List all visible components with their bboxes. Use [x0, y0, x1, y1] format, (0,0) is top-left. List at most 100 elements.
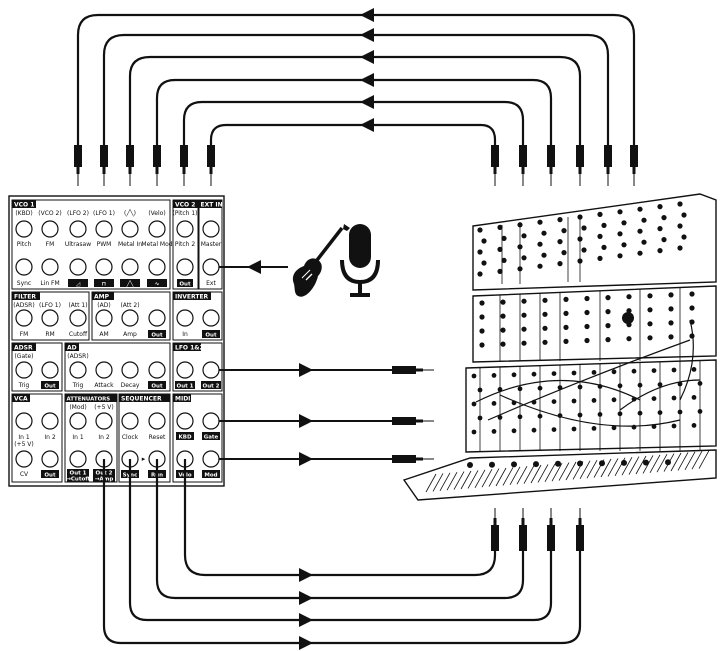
att-hint: (Mod) — [69, 404, 86, 411]
vco1-hint: (LFO 1) — [93, 210, 115, 217]
jack-ad-attack[interactable] — [95, 361, 113, 379]
jack-att-out1[interactable] — [69, 450, 87, 468]
jack-metal-in[interactable] — [121, 220, 139, 238]
section-ad: AD — [67, 345, 77, 352]
jack-label: Ext — [206, 280, 216, 287]
jack-label: Cutoff — [69, 331, 88, 338]
jack-master[interactable] — [202, 220, 220, 238]
jack-label: In 2 — [44, 434, 55, 441]
synth-knob — [563, 296, 569, 302]
keyboard-key — [586, 460, 598, 479]
jack-pitch2[interactable] — [176, 220, 194, 238]
synth-knob — [571, 426, 577, 432]
section-inverter: INVERTER — [175, 294, 209, 301]
keyboard-key — [698, 450, 710, 469]
synth-knob — [626, 308, 632, 314]
keyboard-key — [467, 470, 479, 489]
att-hint: (+5 V) — [94, 404, 114, 411]
jack-lin-fm[interactable] — [41, 258, 59, 276]
jack-ultrasaw[interactable] — [69, 220, 87, 238]
jack-fm[interactable] — [41, 220, 59, 238]
jack-ad-decay[interactable] — [121, 361, 139, 379]
section-midi: MIDI — [175, 396, 190, 403]
synth-knob — [479, 314, 485, 320]
synth-knob — [557, 261, 563, 267]
vco1-wave-buttons: ◿ ⊓ ╱╲ ∿ — [68, 279, 167, 288]
synth-knob — [661, 237, 667, 243]
synth-knob — [551, 427, 557, 432]
jack-metal-mod[interactable] — [148, 220, 166, 238]
jack-att-in2[interactable] — [95, 412, 113, 430]
keyboard-key — [628, 456, 640, 475]
jack-label: In 1 — [72, 434, 83, 441]
jack-lfo-out2[interactable] — [202, 361, 220, 379]
synth-knob — [584, 309, 590, 316]
section-attenuators: ATTENUATORS — [67, 397, 111, 403]
synth-knob — [542, 297, 548, 303]
synth-knob — [581, 247, 587, 253]
jack-midi-gate[interactable] — [202, 412, 220, 430]
synth-knob — [621, 220, 627, 226]
synth-knob — [563, 310, 569, 316]
jack-sine-out[interactable] — [148, 258, 166, 276]
jack-amp[interactable] — [121, 309, 139, 327]
synth-knob — [584, 323, 590, 330]
synth-knob — [657, 204, 663, 210]
jack-inverter-in[interactable] — [176, 309, 194, 327]
guitar-icon — [292, 224, 350, 297]
synth-knob — [691, 367, 697, 372]
jack-att-in1[interactable] — [69, 412, 87, 430]
synth-knob — [647, 335, 653, 341]
synth-knob — [563, 338, 569, 344]
jack-adsr-trig[interactable] — [15, 361, 33, 379]
keyboard-key — [453, 471, 465, 490]
synth-knob — [601, 244, 607, 250]
jack-label: AM — [99, 331, 108, 338]
synth-knob — [571, 370, 577, 376]
jack-seq-clock[interactable] — [121, 412, 139, 430]
jack-vca-cv[interactable] — [15, 450, 33, 468]
jack-label: PWM — [97, 241, 112, 248]
jack-inverter-out[interactable] — [202, 309, 220, 327]
synth-knob — [537, 219, 543, 225]
synth-knob — [626, 294, 632, 300]
keyboard-knob — [511, 461, 517, 468]
jack-seq-reset[interactable] — [148, 412, 166, 430]
synth-knob — [500, 299, 506, 305]
jack-vca-out[interactable] — [41, 450, 59, 468]
synth-knob — [611, 425, 617, 431]
jack-vca-in2[interactable] — [41, 412, 59, 430]
jack-ad-out[interactable] — [148, 361, 166, 379]
jack-ext[interactable] — [202, 258, 220, 276]
synth-knob — [497, 268, 503, 274]
jack-filter-cutoff[interactable] — [69, 309, 87, 327]
jack-am[interactable] — [95, 309, 113, 327]
section-extin: EXT IN — [201, 202, 223, 209]
synth-knob — [521, 326, 527, 332]
jack-midi-mod[interactable] — [202, 450, 220, 468]
jack-adsr-out[interactable] — [41, 361, 59, 379]
jack-midi-kbd[interactable] — [176, 412, 194, 430]
jack-ad-trig[interactable] — [69, 361, 87, 379]
synth-knob — [471, 429, 477, 435]
jack-lfo-out1[interactable] — [176, 361, 194, 379]
jack-label: (+5 V) — [14, 441, 34, 448]
jack-label: Reset — [149, 434, 166, 441]
jack-filter-rm[interactable] — [41, 309, 59, 327]
jack-amp-out[interactable] — [148, 309, 166, 327]
jack-vca-in1[interactable] — [15, 412, 33, 430]
jack-label: CV — [20, 471, 29, 478]
section-vco1: VCO 1 — [14, 202, 34, 209]
jack-filter-fm[interactable] — [15, 309, 33, 327]
jack-label: Out — [44, 384, 56, 390]
jack-pitch[interactable] — [15, 220, 33, 238]
jack-square-out[interactable] — [95, 258, 113, 276]
square-wave-icon: ⊓ — [102, 282, 106, 288]
jack-triangle-out[interactable] — [121, 258, 139, 276]
jack-saw-out[interactable] — [69, 258, 87, 276]
keyboard-key — [579, 460, 591, 479]
jack-vco2-out[interactable] — [176, 258, 194, 276]
jack-sync[interactable] — [15, 258, 33, 276]
jack-pwm[interactable] — [95, 220, 113, 238]
synth-knob — [605, 323, 611, 329]
